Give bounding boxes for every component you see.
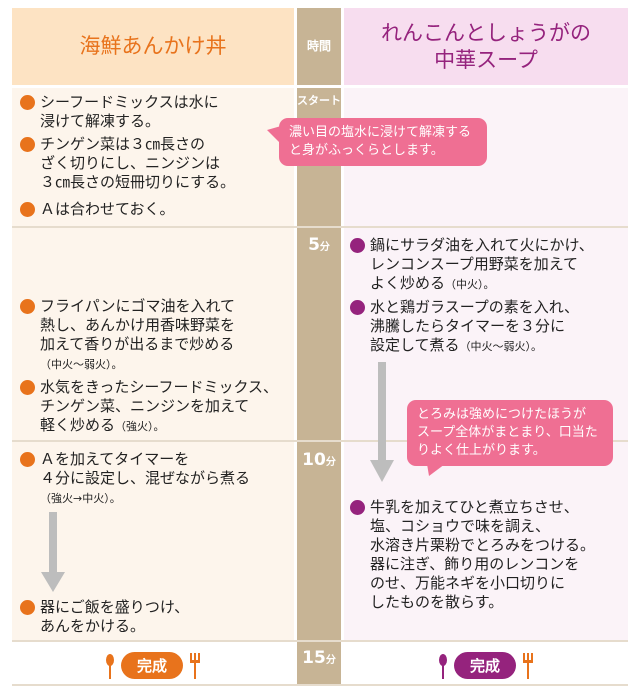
left-step-7: 器にご飯を盛りつけ、あんをかける。 <box>20 598 290 636</box>
right-done-marker: 完成 <box>344 652 628 679</box>
spoon-icon <box>105 653 114 679</box>
purple-bullet-icon <box>350 500 365 515</box>
left-step-1: シーフードミックスは水に浸けて解凍する。 <box>20 93 290 131</box>
right-recipe-title-line2: 中華スープ <box>434 47 538 72</box>
time-bar <box>297 88 341 686</box>
time-label-start: スタート <box>297 94 341 107</box>
down-arrow-icon <box>370 362 394 482</box>
orange-bullet-icon <box>20 299 35 314</box>
time-label-15: 15分 <box>302 648 336 668</box>
purple-bullet-icon <box>350 300 365 315</box>
right-step-2: 水と鶏ガラスープの素を入れ、沸騰したらタイマーを３分に設定して煮る（中火～弱火）… <box>350 298 628 356</box>
orange-bullet-icon <box>20 202 35 217</box>
spoon-icon <box>438 653 447 679</box>
time-header: 時間 <box>297 8 341 85</box>
left-recipe-title: 海鮮あんかけ丼 <box>79 34 227 59</box>
tip-callout-thaw: 濃い目の塩水に浸けて解凍する と身がふっくらとします。 <box>267 118 487 166</box>
fork-icon <box>523 652 533 679</box>
separator-bottom <box>12 684 628 686</box>
done-badge: 完成 <box>453 652 516 679</box>
time-label-5: 5分 <box>308 235 330 255</box>
separator-15min <box>12 640 628 642</box>
separator-5min <box>12 226 628 228</box>
purple-bullet-icon <box>350 238 365 253</box>
right-recipe-title-line1: れんこんとしょうがの <box>381 21 591 46</box>
tip-callout-thicken: とろみは強めにつけたほうが スープ全体がまとまり、口当た りよく仕上がります。 <box>407 400 613 476</box>
callout-pointer-icon <box>427 464 445 476</box>
orange-bullet-icon <box>20 137 35 152</box>
orange-bullet-icon <box>20 452 35 467</box>
orange-bullet-icon <box>20 95 35 110</box>
orange-bullet-icon <box>20 380 35 395</box>
left-step-5: 水気をきったシーフードミックス、チンゲン菜、ニンジンを加えて軽く炒める（強火）。 <box>20 378 295 436</box>
left-column-bg <box>12 88 294 640</box>
down-arrow-icon <box>41 512 65 592</box>
callout-pointer-icon <box>267 126 281 144</box>
right-step-1: 鍋にサラダ油を入れて火にかけ、レンコンスープ用野菜を加えてよく炒める（中火）。 <box>350 236 628 294</box>
time-header-label: 時間 <box>306 39 331 53</box>
done-badge: 完成 <box>120 652 183 679</box>
right-recipe-header: れんこんとしょうがの 中華スープ <box>344 8 628 85</box>
right-step-3: 牛乳を加えてひと煮立ちさせ、塩、コショウで味を調え、水溶き片栗粉でとろみをつける… <box>350 498 628 612</box>
orange-bullet-icon <box>20 600 35 615</box>
left-step-3: Ａは合わせておく。 <box>20 200 290 219</box>
time-label-10: 10分 <box>302 450 336 470</box>
right-column-bg <box>344 88 628 640</box>
left-recipe-header: 海鮮あんかけ丼 <box>12 8 294 85</box>
left-done-marker: 完成 <box>12 652 294 679</box>
left-step-4: フライパンにゴマ油を入れて熱し、あんかけ用香味野菜を加えて香りが出るまで炒める（… <box>20 297 295 374</box>
separator-10min <box>12 440 628 442</box>
fork-icon <box>190 652 200 679</box>
